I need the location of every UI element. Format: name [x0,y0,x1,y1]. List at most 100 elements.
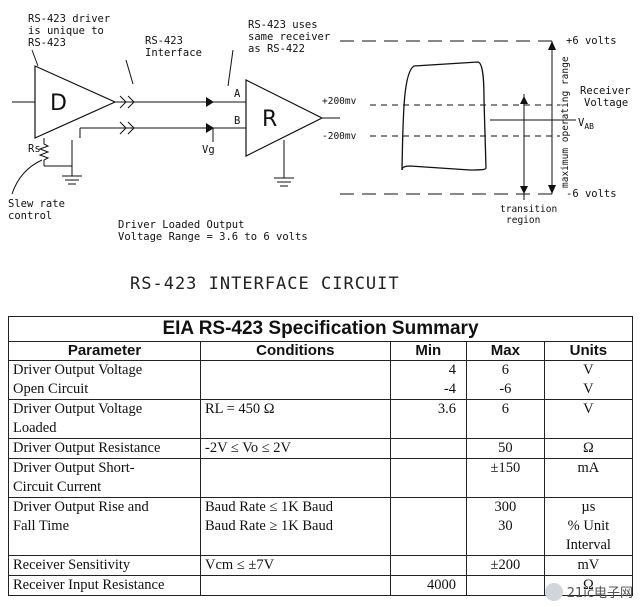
cell-units-line: Interval [565,537,611,553]
cell-conditions: Vcm ≤ ±7V [200,555,391,576]
note-driver-line2: is unique to [28,25,104,37]
cell-max-line: 6 [501,401,509,417]
header-parameter: Parameter [7,341,202,361]
cell-param-line: Driver Output Rise and [13,499,149,515]
cell-max-line: 6 [501,362,509,378]
cell-conditions-line: Baud Rate ≥ 1K Baud [205,518,333,534]
cell-max-line: ±200 [490,557,521,573]
note-interface-line1: RS-423 [145,35,183,47]
cell-param-line: Fall Time [13,518,70,534]
note-driver-line1: RS-423 driver [28,13,110,25]
cell-param-line: Circuit Current [13,479,102,495]
cell-param-line: Receiver Sensitivity [13,557,131,573]
cell-units-line: mA [577,460,600,476]
header-conditions: Conditions [200,341,391,361]
cell-conditions-line: Vcm ≤ ±7V [205,557,275,573]
transition-line2: region [506,215,540,226]
cell-min: 4000 [389,575,467,596]
cell-units-line: Ω [582,440,594,456]
cell-param: Driver Output Short-Circuit Current [7,458,202,498]
note-driver-line3: RS-423 [28,37,66,49]
cell-param: Receiver Input Resistance [7,575,202,596]
vab-label: VAB [578,117,594,131]
table-row: Receiver Sensitivity Vcm ≤ ±7V ±200 mV [7,555,634,576]
receiver-triangle [245,79,324,157]
cell-min-line: 3.6 [437,401,456,417]
cell-units-line: mV [577,557,600,573]
cell-min-line: 4000 [426,577,456,593]
watermark: 21ic电子网 [544,582,633,601]
receiver-letter: R [262,107,277,132]
rs-label: Rs [28,143,41,155]
spec-summary-table: EIA RS-423 Specification Summary Paramet… [7,316,634,596]
waveform-high [401,61,485,171]
cell-param-line: Open Circuit [13,381,89,397]
slew-line1: Slew rate [8,198,65,210]
header-max: Max [465,341,545,361]
plus200-label: +200mv [322,96,357,107]
cell-min [389,438,467,459]
cell-param: Receiver Sensitivity [7,555,202,576]
cell-param-line: Loaded [13,420,57,436]
cell-units: mV [543,555,634,576]
vg-label: Vg [202,144,215,156]
header-units: Units [543,341,634,361]
slew-line2: control [8,210,52,222]
waveform-low [401,99,487,171]
rs-resistor-icon [38,138,72,167]
cell-min [389,458,467,498]
cell-units-line: V [583,381,594,397]
note-receiver-line1: RS-423 uses [248,19,318,31]
cell-param-line: Driver Output Voltage [13,362,143,378]
loaded-output-line1: Driver Loaded Output [118,219,244,231]
cell-conditions-line: -2V ≤ Vo ≤ 2V [205,440,292,456]
cell-max-line: 50 [498,440,513,456]
max-range-label: maximum operating range [560,56,571,188]
cell-units: Ω [543,575,634,596]
cell-min: 3.6 [389,399,467,439]
driver-triangle [34,65,117,139]
cell-max-line: -6 [499,381,512,397]
cell-conditions: RL = 450 Ω [200,399,391,439]
diagram-caption: RS-423 INTERFACE CIRCUIT [130,274,400,294]
cell-units-line: µs [581,499,596,515]
note-receiver-line2: same receiver [248,31,330,43]
pin-a-label: A [234,88,241,100]
slew-arrow [11,159,43,195]
cell-conditions [200,458,391,498]
table-row: Receiver Input Resistance 4000 Ω [7,575,634,596]
loaded-output-line2: Voltage Range = 3.6 to 6 volts [118,231,308,243]
cell-conditions: -2V ≤ Vo ≤ 2V [200,438,391,459]
cell-units: mA [543,458,634,498]
note-driver-arrow [31,49,39,67]
cell-max [465,575,545,596]
cell-units: Ω [543,438,634,459]
note-receiver-line3: as RS-422 [248,43,305,55]
minus200-label: -200mv [322,131,357,142]
minus6-label: -6 volts [566,188,617,200]
table-title: EIA RS-423 Specification Summary [8,316,633,341]
driver-letter: D [50,91,67,116]
cell-param-line: Driver Output Voltage [13,401,143,417]
rs423-circuit-diagram: RS-423 driver is unique to RS-423 RS-423… [8,13,631,294]
table-header-row: Parameter Conditions Min Max Units [7,341,634,361]
cell-max: ±150 [465,458,545,498]
receiver-voltage-line1: Receiver [580,85,631,97]
cell-units-line: V [583,401,594,417]
cell-max: 50 [465,438,545,459]
receiver-voltage-line2: Voltage [584,97,628,109]
note-receiver-arrow [227,49,234,87]
header-min: Min [389,341,467,361]
cell-max-line: ±150 [490,460,521,476]
